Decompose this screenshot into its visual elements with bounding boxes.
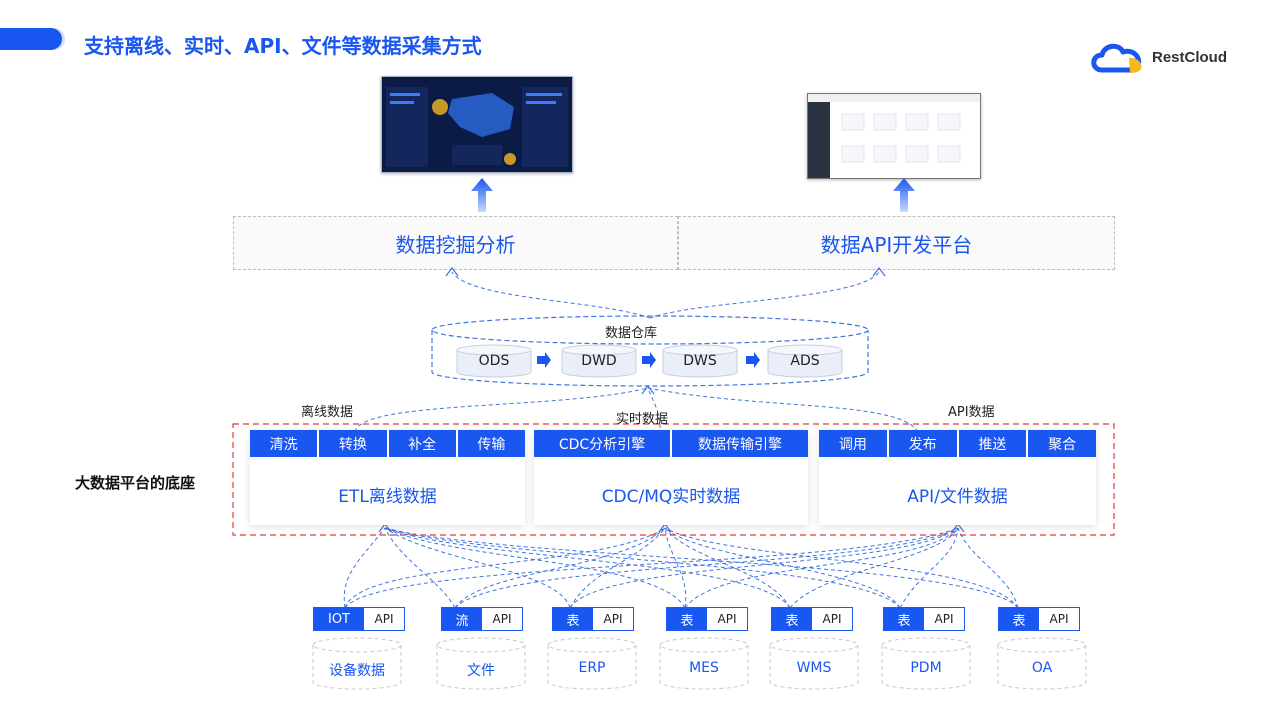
- source-label-file: 文件: [467, 663, 495, 679]
- source-chip: 流 API: [441, 607, 523, 631]
- source-type: 表: [553, 608, 593, 630]
- foundation-label: 大数据平台的底座: [75, 474, 196, 492]
- source-type: 流: [442, 608, 482, 630]
- data-mining-box: 数据挖掘分析: [233, 216, 678, 270]
- source-pdm: 表 API: [883, 607, 965, 631]
- source-type: 表: [772, 608, 812, 630]
- offline-data-label: 离线数据: [301, 405, 354, 420]
- source-device: IOT API: [313, 607, 405, 631]
- source-chip: 表 API: [552, 607, 634, 631]
- stage-dws: DWS: [683, 353, 717, 369]
- restcloud-logo-icon: [1091, 43, 1142, 73]
- cdc-card: CDC分析引擎 数据传输引擎 CDC/MQ实时数据: [534, 430, 808, 525]
- stage-ads: ADS: [790, 353, 820, 369]
- chip-transfer-engine: 数据传输引擎: [672, 430, 808, 457]
- api-dev-platform-label: 数据API开发平台: [820, 232, 973, 257]
- source-api: API: [924, 608, 964, 630]
- source-chip: IOT API: [313, 607, 405, 631]
- etl-card-label: ETL离线数据: [338, 487, 437, 507]
- api-card-label: API/文件数据: [907, 487, 1008, 507]
- api-dev-platform-box: 数据API开发平台: [678, 216, 1115, 270]
- source-chip: 表 API: [666, 607, 748, 631]
- stage-cylinder-dwd: [561, 344, 637, 378]
- etl-card: 清洗 转换 补全 传输 ETL离线数据: [250, 430, 525, 525]
- source-api: API: [812, 608, 852, 630]
- data-mining-label: 数据挖掘分析: [395, 232, 516, 257]
- up-arrow-icon: [893, 178, 915, 212]
- stage-cylinder-dws: [662, 344, 738, 378]
- stage-cylinder-ods: [456, 344, 532, 378]
- stage-cylinder-ads: [767, 344, 843, 378]
- source-api: API: [482, 608, 522, 630]
- chip-complete: 补全: [388, 430, 456, 457]
- source-label-device: 设备数据: [329, 663, 385, 679]
- source-api: API: [364, 608, 404, 630]
- etl-chip-row: 清洗 转换 补全 传输: [250, 430, 525, 457]
- source-label-wms: WMS: [796, 660, 832, 676]
- arrow-right-icon: [746, 352, 760, 368]
- source-oa: 表 API: [998, 607, 1080, 631]
- realtime-data-label: 实时数据: [616, 412, 669, 427]
- source-label-pdm: PDM: [910, 660, 942, 676]
- chip-push: 推送: [958, 430, 1027, 457]
- source-type: IOT: [314, 608, 364, 630]
- source-type: 表: [667, 608, 707, 630]
- chip-invoke: 调用: [819, 430, 887, 457]
- source-type: 表: [884, 608, 924, 630]
- api-data-label: API数据: [948, 405, 995, 420]
- source-file: 流 API: [441, 607, 523, 631]
- source-erp: 表 API: [552, 607, 634, 631]
- chip-aggregate: 聚合: [1028, 430, 1096, 457]
- source-label-oa: OA: [1031, 660, 1053, 676]
- arrow-right-icon: [537, 352, 551, 368]
- source-chip: 表 API: [998, 607, 1080, 631]
- title-accent-bar: [0, 28, 62, 50]
- api-chip-row: 调用 发布 推送 聚合: [819, 430, 1096, 457]
- source-chip: 表 API: [771, 607, 853, 631]
- chip-transfer: 传输: [457, 430, 525, 457]
- source-wms: 表 API: [771, 607, 853, 631]
- source-label-mes: MES: [689, 660, 719, 676]
- up-arrow-icon: [471, 178, 493, 212]
- dashboard-thumbnail-icon: [386, 87, 568, 167]
- page-title: 支持离线、实时、API、文件等数据采集方式: [84, 34, 482, 58]
- chip-cdc-engine: CDC分析引擎: [534, 430, 670, 457]
- api-platform-preview: [807, 93, 981, 179]
- source-label-erp: ERP: [578, 660, 606, 676]
- source-api: API: [1039, 608, 1079, 630]
- brand-name: RestCloud: [1152, 49, 1227, 66]
- source-mes: 表 API: [666, 607, 748, 631]
- chip-transform: 转换: [319, 430, 387, 457]
- source-chip: 表 API: [883, 607, 965, 631]
- api-card: 调用 发布 推送 聚合 API/文件数据: [819, 430, 1096, 525]
- analytics-dashboard-preview: [381, 76, 573, 173]
- cdc-chip-row: CDC分析引擎 数据传输引擎: [534, 430, 808, 457]
- chip-clean: 清洗: [250, 430, 318, 457]
- web-app-thumbnail-icon: [808, 94, 980, 178]
- chip-publish: 发布: [888, 430, 957, 457]
- arrow-right-icon: [642, 352, 656, 368]
- source-api: API: [593, 608, 633, 630]
- source-type: 表: [999, 608, 1039, 630]
- stage-ods: ODS: [478, 353, 510, 369]
- source-api: API: [707, 608, 747, 630]
- stage-dwd: DWD: [581, 353, 617, 369]
- cdc-card-label: CDC/MQ实时数据: [601, 487, 741, 507]
- warehouse-label: 数据仓库: [605, 326, 658, 341]
